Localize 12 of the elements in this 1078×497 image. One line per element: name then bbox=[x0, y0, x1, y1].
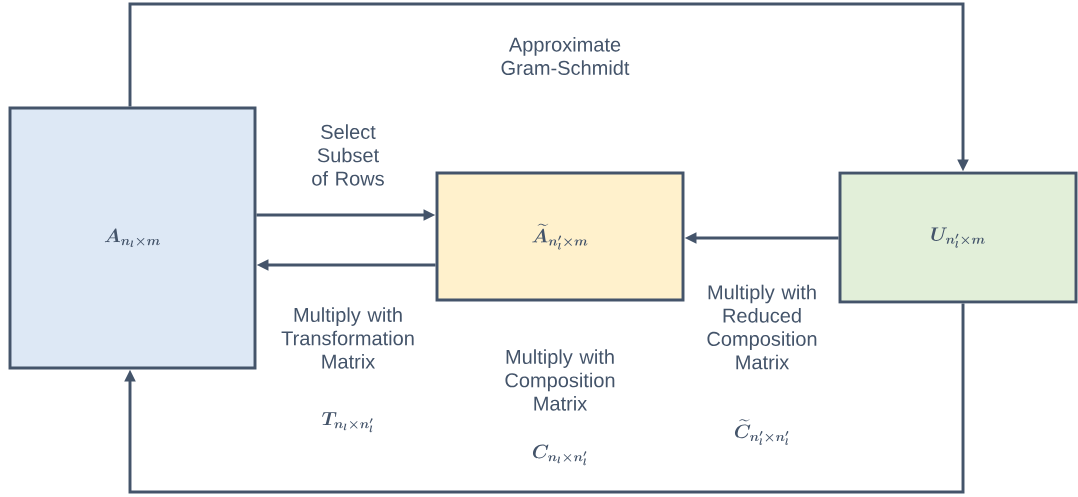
matrix-formula: $\widetilde{C}_{n_l'\times n_l'}$ bbox=[734, 419, 789, 445]
edge-label: Multiply with Composition Matrix bbox=[505, 349, 615, 411]
arrow bbox=[124, 303, 965, 494]
matrix-formula: $T_{n_l\times n_l'}$ bbox=[322, 412, 373, 433]
edge-label: Approximate Gram-Schmidt bbox=[501, 37, 630, 75]
edge-label: Multiply with Transformation Matrix bbox=[281, 307, 414, 369]
matrix-box: $U_{n_l'\times m}$ bbox=[838, 171, 1078, 304]
matrix-formula: $C_{n_l\times n_l'}$ bbox=[532, 444, 587, 466]
edge-label: Multiply with Reduced Composition Matrix bbox=[707, 284, 817, 370]
matrix-box: $A_{n_l\times m}$ bbox=[8, 106, 257, 370]
edge-label: Select Subset of Rows bbox=[312, 124, 384, 186]
matrix-box: $\widetilde{A}_{n_l'\times m}$ bbox=[435, 171, 685, 302]
